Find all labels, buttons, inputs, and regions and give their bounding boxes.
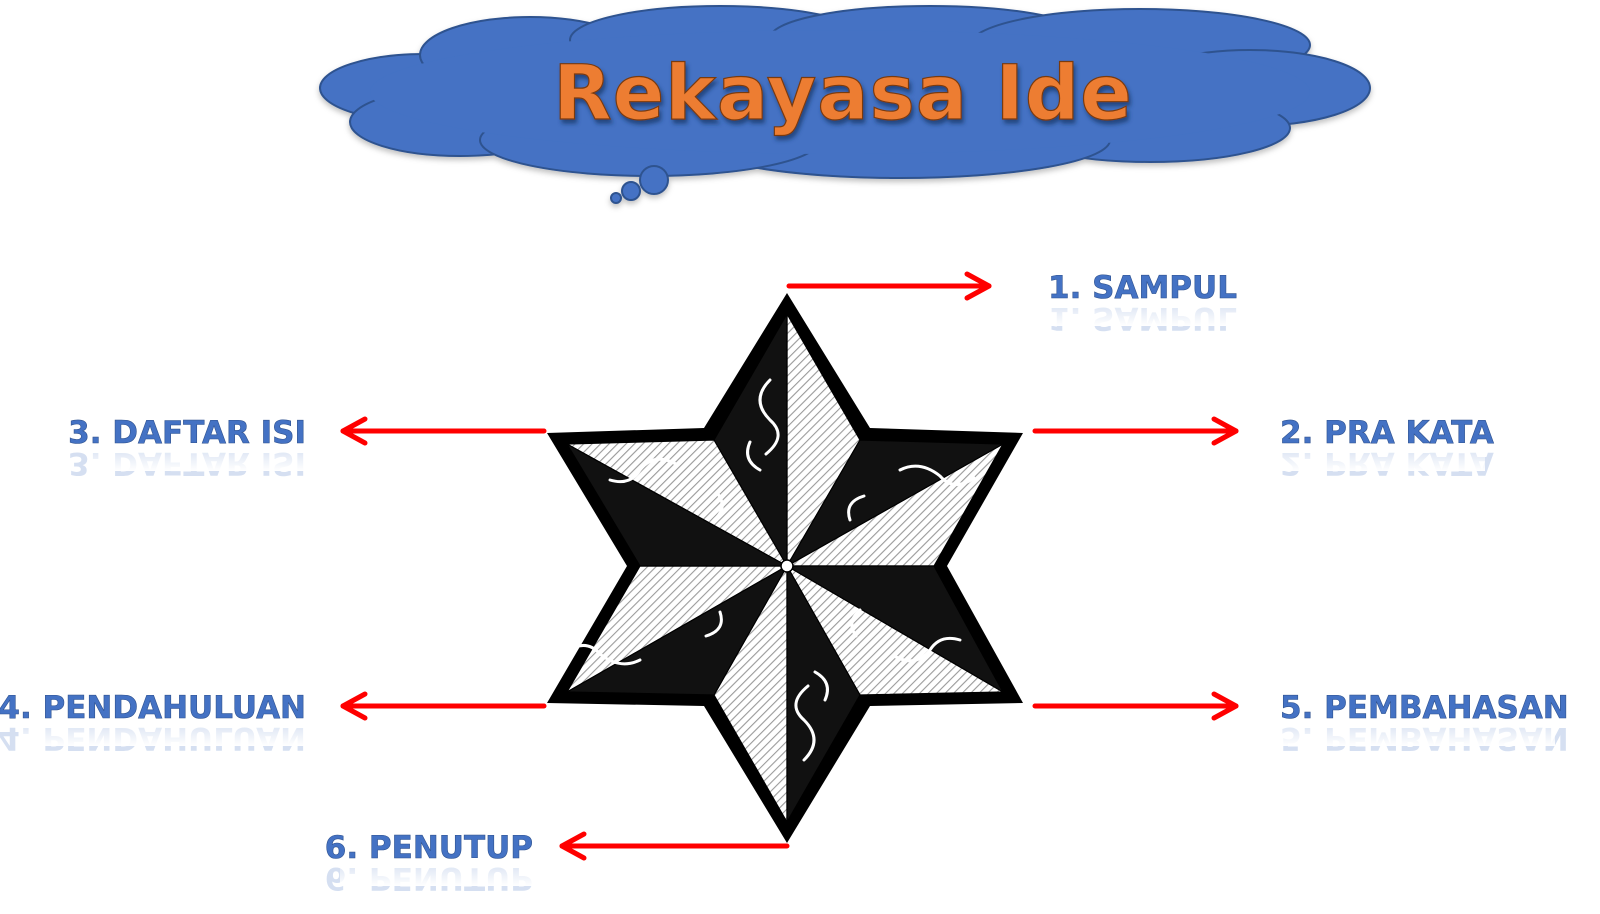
reflection-fade-pendahuluan: [20, 720, 310, 746]
ornate-six-pointed-star-icon: [547, 293, 1023, 843]
reflection-fade-daftar-isi: [90, 445, 310, 471]
arrows: [340, 271, 1239, 861]
arrow-pembahasan: [1032, 691, 1239, 721]
diagram-title: Rekayasa Ide: [553, 48, 1133, 137]
reflection-fade-pra-kata: [1275, 445, 1485, 471]
reflection-fade-penutup: [340, 860, 540, 886]
arrow-pendahuluan: [340, 691, 547, 721]
arrow-pra-kata: [1032, 416, 1239, 446]
reflection-fade-sampul: [1040, 300, 1240, 326]
arrow-daftar-isi: [340, 416, 547, 446]
reflection-fade-pembahasan: [1275, 720, 1555, 746]
arrow-sampul: [786, 271, 992, 301]
arrow-penutup: [559, 831, 790, 861]
thought-cloud: [319, 5, 1371, 204]
